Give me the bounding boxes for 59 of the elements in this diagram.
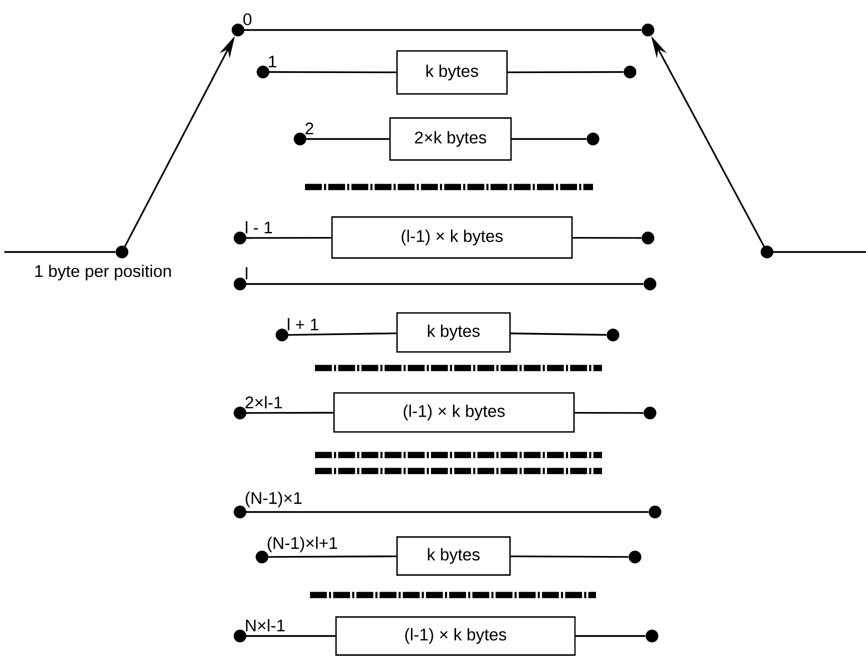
- connector-line: [306, 138, 390, 140]
- endpoint-dot: [624, 66, 636, 78]
- segment-box: 2×k bytes: [389, 117, 512, 161]
- connector-line: [772, 251, 866, 253]
- connector-line: [510, 332, 606, 336]
- row-label: 2×l-1: [246, 396, 282, 408]
- endpoint-dot: [234, 232, 246, 244]
- segment-box: (l-1) × k bytes: [335, 616, 576, 656]
- row-label: (N-1)×l+1: [268, 536, 338, 552]
- row-label: N×l-1: [246, 619, 285, 632]
- connector-line: [574, 412, 644, 414]
- segment-box: (l-1) × k bytes: [333, 392, 575, 433]
- endpoint-dot: [642, 232, 654, 244]
- row-label: 1 byte per position: [35, 264, 171, 280]
- endpoint-dot: [256, 66, 270, 78]
- row-label: 2: [306, 122, 314, 134]
- endpoint-dot: [646, 630, 658, 642]
- endpoint-dot: [644, 406, 656, 420]
- endpoint-dot: [586, 132, 600, 146]
- segment-box: (l-1) × k bytes: [331, 216, 573, 259]
- connector-line: [507, 71, 624, 74]
- connector-line: [246, 635, 336, 637]
- row-label: l + 1: [288, 318, 318, 330]
- row-label: 1: [268, 56, 276, 68]
- connector-line: [575, 635, 646, 637]
- connector-line: [246, 511, 648, 513]
- row-label: 0: [243, 13, 252, 26]
- row-label: l: [246, 267, 248, 280]
- connector-line: [268, 555, 396, 558]
- connector-line: [244, 29, 642, 31]
- connector-line: [572, 236, 642, 239]
- endpoint-dot: [234, 506, 246, 518]
- endpoint-dot: [644, 278, 656, 290]
- endpoint-dot: [276, 328, 288, 342]
- endpoint-dot: [606, 328, 620, 342]
- connector-line: [4, 251, 116, 253]
- endpoint-dot: [234, 278, 246, 290]
- connector-line: [288, 332, 396, 336]
- endpoint-dot: [294, 132, 306, 146]
- segment-box: k bytes: [396, 536, 511, 576]
- endpoint-dot: [648, 506, 662, 518]
- connector-line: [268, 71, 396, 74]
- row-label: (N-1)×1: [246, 492, 302, 508]
- endpoint-dot: [642, 24, 654, 36]
- endpoint-dot: [628, 550, 642, 564]
- row-label: l - 1: [246, 221, 272, 234]
- endpoint-dot: [232, 24, 244, 36]
- connector-line: [511, 138, 586, 140]
- endpoint-dot: [116, 246, 128, 258]
- segment-box: k bytes: [396, 312, 511, 353]
- connector-line: [246, 412, 334, 414]
- endpoint-dot: [256, 550, 268, 564]
- connector-line: [510, 555, 628, 558]
- connector-line: [246, 283, 644, 285]
- endpoint-dot: [234, 630, 246, 642]
- endpoint-dot: [760, 246, 774, 258]
- segment-box: k bytes: [396, 50, 508, 95]
- endpoint-dot: [234, 406, 246, 420]
- connector-line: [246, 236, 332, 239]
